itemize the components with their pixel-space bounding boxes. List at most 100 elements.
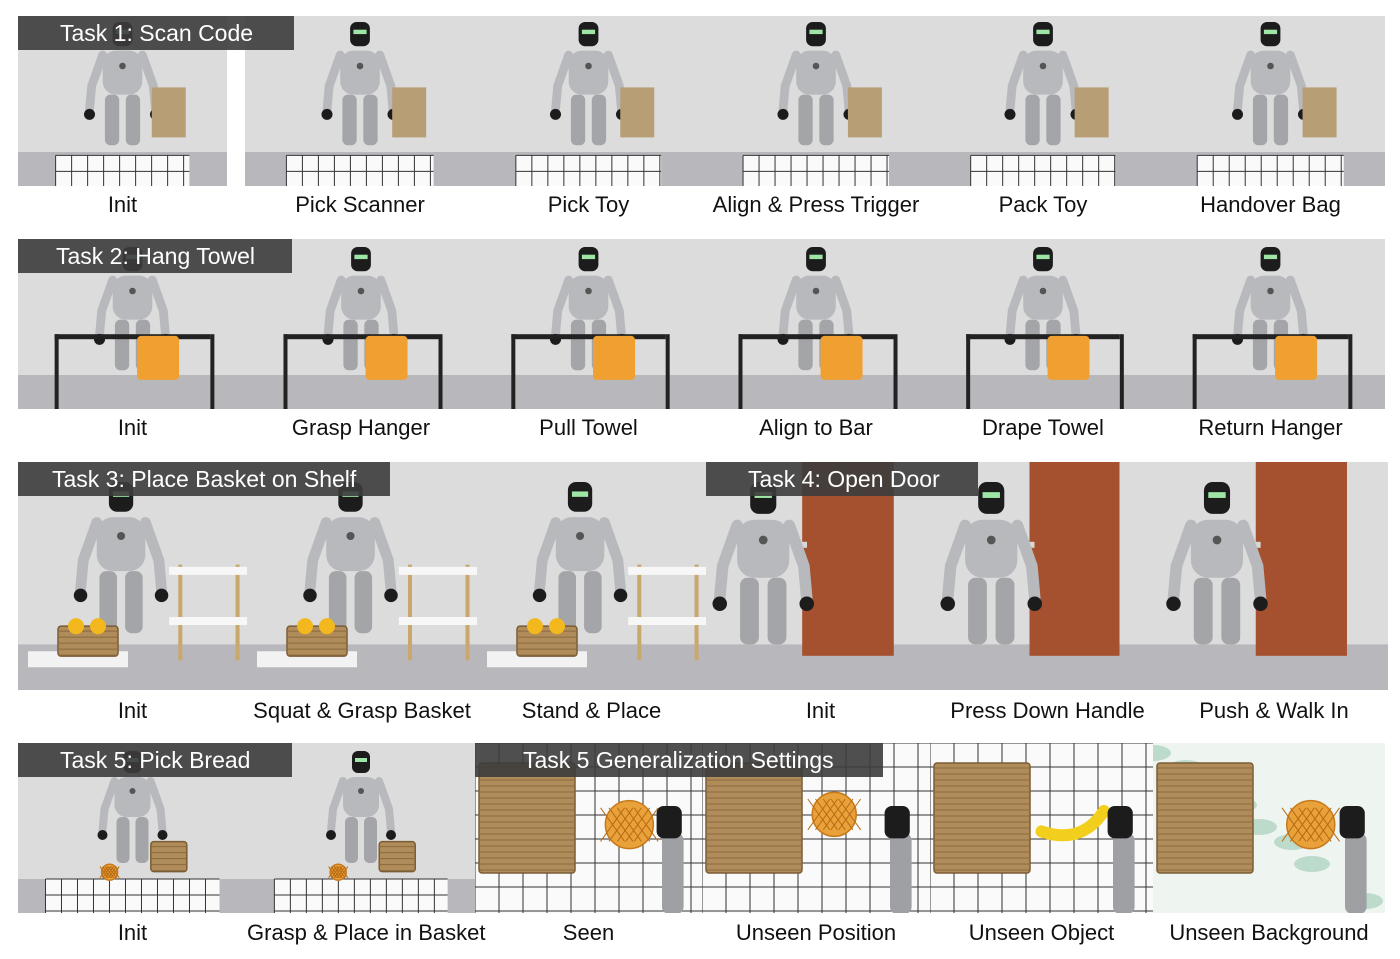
step-caption: Align & Press Trigger <box>712 192 920 217</box>
shelf <box>398 564 477 661</box>
step-caption: Init <box>117 698 148 723</box>
photo-frame <box>935 462 1160 690</box>
step-caption: Init <box>117 920 148 945</box>
towel-bar <box>283 334 439 340</box>
robot <box>326 751 396 863</box>
robot <box>777 247 855 371</box>
scene-photo <box>930 16 1156 186</box>
robot <box>940 482 1042 645</box>
grid-table <box>285 154 434 186</box>
grid-table <box>273 878 448 913</box>
basket <box>705 762 803 874</box>
step-caption: Init <box>107 192 138 217</box>
basket <box>478 762 576 874</box>
photo-frame <box>1156 16 1385 186</box>
grid-table <box>970 154 1116 186</box>
step-caption: Drape Towel <box>982 415 1104 440</box>
photo-frame <box>706 462 935 690</box>
photo-frame <box>702 239 930 409</box>
scene-photo <box>930 743 1153 913</box>
door <box>1255 462 1347 656</box>
step-caption: Squat & Grasp Basket <box>253 698 471 723</box>
robot <box>73 482 169 634</box>
task-banner: Task 2: Hang Towel <box>18 239 292 273</box>
scene-photo <box>1156 239 1385 409</box>
robot-hand <box>656 806 684 913</box>
towel <box>593 335 636 380</box>
scene-photo <box>477 462 706 690</box>
towel-bar <box>738 334 894 340</box>
towel-bar <box>511 334 666 340</box>
towel <box>137 335 180 380</box>
towel <box>1275 335 1318 380</box>
photo-frame <box>247 743 475 913</box>
scene-photo <box>245 16 475 186</box>
step-caption: Pick Toy <box>547 192 630 217</box>
paper-bag <box>847 87 882 138</box>
step-caption: Unseen Background <box>1169 920 1369 945</box>
step-caption: Align to Bar <box>759 415 873 440</box>
basket <box>1156 762 1254 874</box>
scene-photo <box>1160 462 1388 690</box>
step-caption: Pick Scanner <box>295 192 425 217</box>
step-caption: Unseen Position <box>735 920 897 945</box>
scene-photo <box>702 16 930 186</box>
step-caption: Pack Toy <box>998 192 1088 217</box>
step-caption: Pull Towel <box>539 415 638 440</box>
step-caption: Unseen Object <box>968 920 1115 945</box>
photo-frame <box>930 743 1153 913</box>
photo-frame <box>1153 743 1385 913</box>
scene-photo <box>247 462 477 690</box>
photo-frame <box>930 16 1156 186</box>
towel <box>365 335 408 380</box>
scene-photo <box>706 462 935 690</box>
step-caption: Grasp Hanger <box>291 415 431 440</box>
banana <box>1035 805 1110 842</box>
step-caption: Handover Bag <box>1200 192 1341 217</box>
towel-bar <box>966 334 1120 340</box>
task-banner: Task 4: Open Door <box>706 462 978 496</box>
scene-photo <box>935 462 1160 690</box>
basket <box>150 840 188 873</box>
scene-photo <box>1156 16 1385 186</box>
photo-frame <box>702 16 930 186</box>
robot-hand <box>1107 806 1135 913</box>
robot <box>532 482 628 634</box>
grid-table <box>44 878 220 913</box>
task-banner: Task 3: Place Basket on Shelf <box>18 462 390 496</box>
photo-frame <box>247 462 477 690</box>
step-caption: Init <box>805 698 836 723</box>
robot-hand <box>884 806 912 913</box>
step-caption: Return Hanger <box>1198 415 1343 440</box>
photo-frame <box>245 16 475 186</box>
paper-bag <box>1302 87 1337 138</box>
paper-bag <box>620 87 655 138</box>
door <box>1029 462 1120 656</box>
task-banner: Task 5: Pick Bread <box>18 743 292 777</box>
grid-table <box>742 154 889 186</box>
photo-frame <box>930 239 1156 409</box>
basket <box>57 625 119 657</box>
robot-hand <box>1339 806 1367 913</box>
towel <box>1047 335 1090 380</box>
scene-photo <box>475 16 702 186</box>
grid-table <box>515 154 662 186</box>
step-caption: Init <box>117 415 148 440</box>
photo-frame <box>18 462 247 690</box>
scene-photo <box>930 239 1156 409</box>
scene-photo <box>702 239 930 409</box>
basket <box>516 625 578 657</box>
basket <box>378 840 416 873</box>
paper-bag <box>1074 87 1109 138</box>
step-caption: Push & Walk In <box>1199 698 1349 723</box>
task-banner: Task 5 Generalization Settings <box>475 743 883 777</box>
bread <box>600 799 659 850</box>
scene-photo <box>18 462 247 690</box>
step-caption: Stand & Place <box>521 698 662 723</box>
paper-bag <box>392 87 427 138</box>
bread <box>807 791 862 838</box>
shelf <box>628 564 706 661</box>
step-caption: Seen <box>562 920 615 945</box>
basket <box>286 625 348 657</box>
grid-table <box>55 154 190 186</box>
